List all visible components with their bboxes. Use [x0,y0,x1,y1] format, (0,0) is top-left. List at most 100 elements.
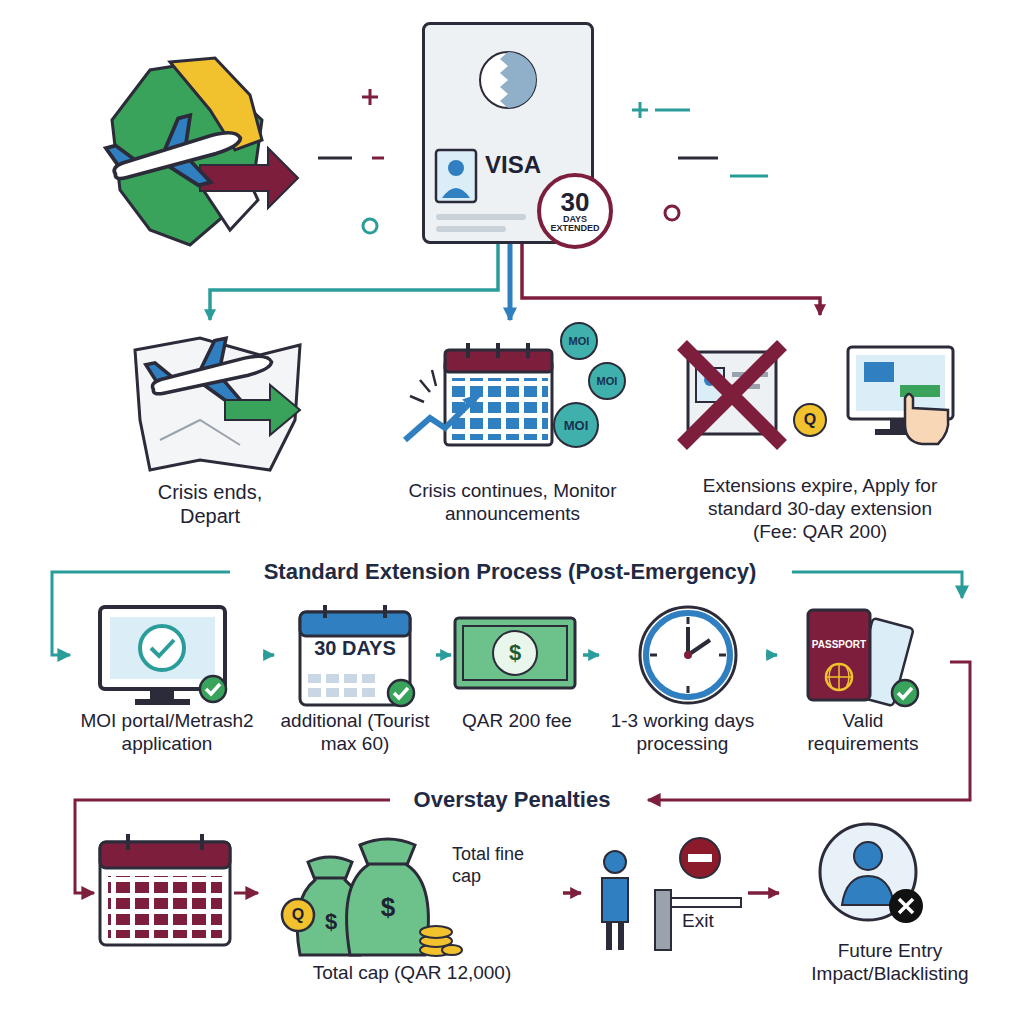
visa-card-art [500,52,536,108]
passport-icon [808,610,870,700]
monitor-calendar-icon [468,343,528,358]
process-loop-lines [234,892,258,895]
exit-barrier-icon [602,878,628,922]
badge-text: MOI [569,336,590,347]
passport-icon [826,664,852,690]
calendar-icon [308,670,380,698]
clock-icon [684,651,692,659]
flow-arrow [508,244,513,320]
node-caption: additional (Tourist max 60) [275,710,435,756]
portal-monitor-icon [140,626,184,670]
region-map [103,58,298,245]
calendar-icon [300,612,410,636]
flow-arrow [583,653,599,657]
money-bags-icon [314,864,409,878]
process-step: MOI portal/Metrash2 application [72,598,262,773]
node-caption: Total cap (QAR 12,000) [262,962,562,985]
fee-banknote-icon [455,618,575,688]
monitor-calendar-icon [410,370,436,402]
node-caption: MOI portal/Metrash2 application [72,710,262,756]
exit-barrier-icon [688,854,712,862]
fee-banknote-icon [463,626,567,680]
overstay-calendar-icon [108,876,222,938]
exit-barrier-icon [604,851,626,873]
branch-item: Q Extensions expire, Apply for standard 3… [675,315,965,550]
penalty-item: Total fine capTotal cap (QAR 12,000) [262,822,562,997]
exit-barrier-icon [680,838,720,878]
decorations [362,89,378,105]
branch-item: Crisis ends, Depart [110,320,310,532]
expired-extension-icon [856,355,945,411]
decorations [632,102,690,118]
decorations [730,175,768,178]
flow-arrow [522,244,820,315]
visa-card-art [442,188,470,198]
process-loop-lines [792,572,962,598]
money-bags-icon [347,839,429,955]
decorations [372,157,384,160]
portal-monitor-icon [110,617,215,679]
region-map [103,104,249,206]
flow-arrow [210,244,498,320]
process-step: 30 DAYSadditional (Tourist max 60) [275,598,435,773]
portal-monitor-icon [150,689,174,699]
visa-card: 30DAYS EXTENDEDVISA [422,22,594,244]
monitor-calendar-icon [405,343,552,445]
currency-symbol: $ [325,909,337,935]
process-step: PASSPORTValid requirements [778,598,948,773]
money-bags-icon [420,926,452,938]
passport-icon [826,664,852,690]
penalty-item: Future Entry Impact/Blacklisting [780,822,1000,1002]
calendar-icon [325,605,385,618]
flow-arrow [263,653,274,657]
clock-icon [640,607,736,703]
exit-barrier-icon [609,922,621,950]
badge-text: 30 [543,189,607,215]
clock-icon [640,607,736,703]
branch-item: MOIMOIMOICrisis continues, Monitor annou… [395,320,630,530]
node-caption: Exit [682,910,742,933]
calendar-icon [388,680,414,706]
section-heading: Overstay Penalties [406,787,619,813]
decorations [678,157,718,160]
node-caption: VISA [485,151,565,180]
node-caption: 1-3 working days processing [600,710,765,756]
visa-card-art [436,150,476,202]
currency-coin: Q [793,403,827,437]
overstay-calendar-icon [128,834,202,850]
exit-barrier-icon [655,890,671,950]
currency-symbol: $ [381,892,395,923]
money-bags-icon [282,839,462,956]
moi-badge: MOI [553,402,599,448]
portal-monitor-icon [151,640,174,656]
portal-monitor-icon [200,676,226,702]
blacklist-icon [854,842,882,870]
badge-text: DAYS EXTENDED [550,215,600,233]
decorations [318,157,352,160]
moi-badge: MOI [588,362,626,400]
money-bags-icon [442,945,462,955]
blacklist-icon [899,899,913,913]
blacklist-icon [820,824,923,923]
badge-text: MOI [597,376,618,387]
flow-arrow [436,653,451,657]
passport-icon [892,680,918,706]
days-badge: 30DAYS EXTENDED [537,173,613,249]
depart-icon [225,385,300,435]
clock-icon [650,617,726,693]
process-step: 1-3 working days processing [600,598,765,773]
flow-arrow [766,653,777,657]
exit-barrier-icon [602,838,741,950]
node-caption: Extensions expire, Apply for standard 30… [685,475,955,543]
expired-extension-icon [905,394,948,444]
expired-extension-icon [864,362,894,382]
node-caption: Total fine cap [452,844,542,887]
node-caption: Valid requirements [798,710,928,756]
flow-arrow [748,891,779,895]
penalty-item: Exit [582,830,747,960]
flow-arrow [563,891,581,895]
decorations [363,219,377,233]
expired-extension-icon [682,345,953,445]
portal-monitor-icon [135,699,190,705]
